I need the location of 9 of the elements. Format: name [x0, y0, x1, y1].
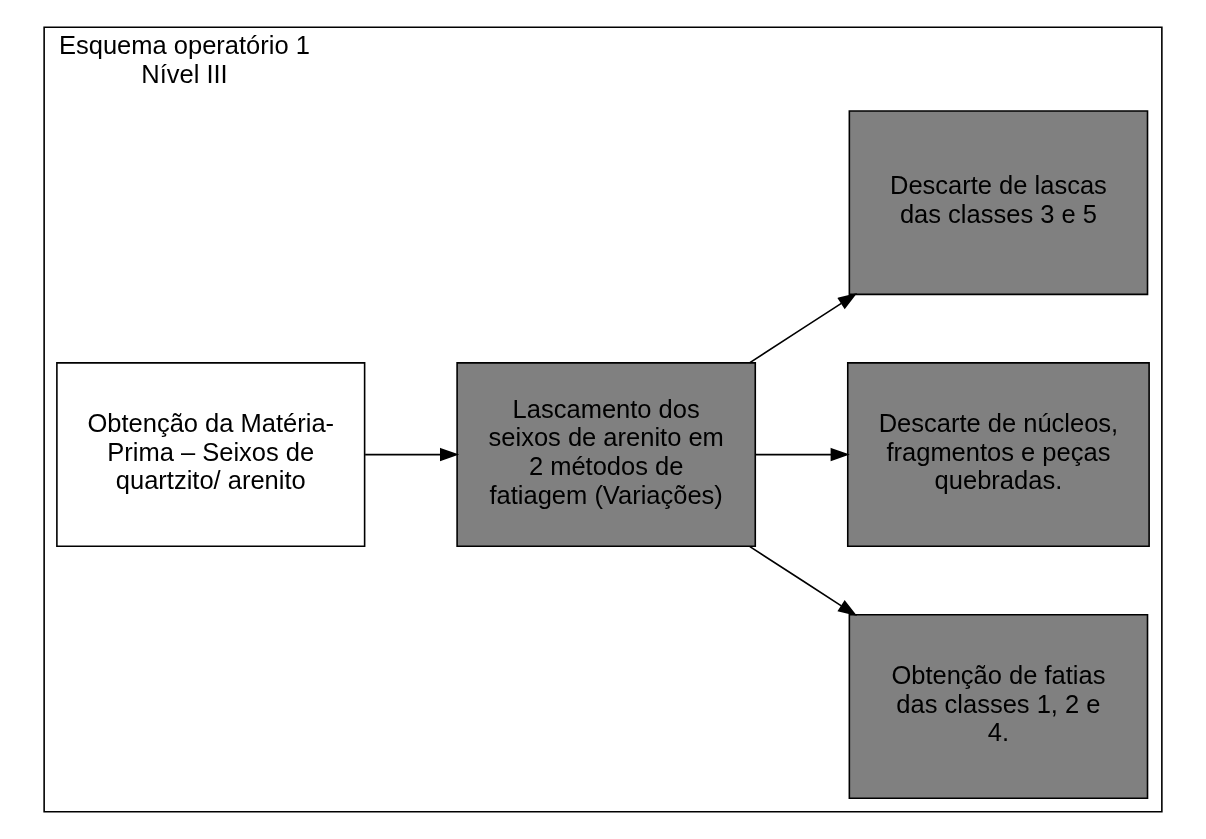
arrow [749, 293, 858, 364]
arrow [749, 545, 858, 617]
node-box: Lascamento dos seixos de arenito em 2 métodos de fatiagem (Variações) [456, 362, 757, 548]
node-box: Obtenção de fatias das classes 1, 2 e 4. [848, 614, 1149, 799]
arrow [364, 447, 460, 462]
node-box: Obtenção da Matéria-Prima – Seixos de quartzito/ arenito [56, 362, 366, 548]
node-box: Descarte de lascas das classes 3 e 5 [848, 110, 1149, 296]
node-box: Descarte de núcleos, fragmentos e peças quebradas. [846, 362, 1150, 548]
arrow [754, 447, 850, 462]
